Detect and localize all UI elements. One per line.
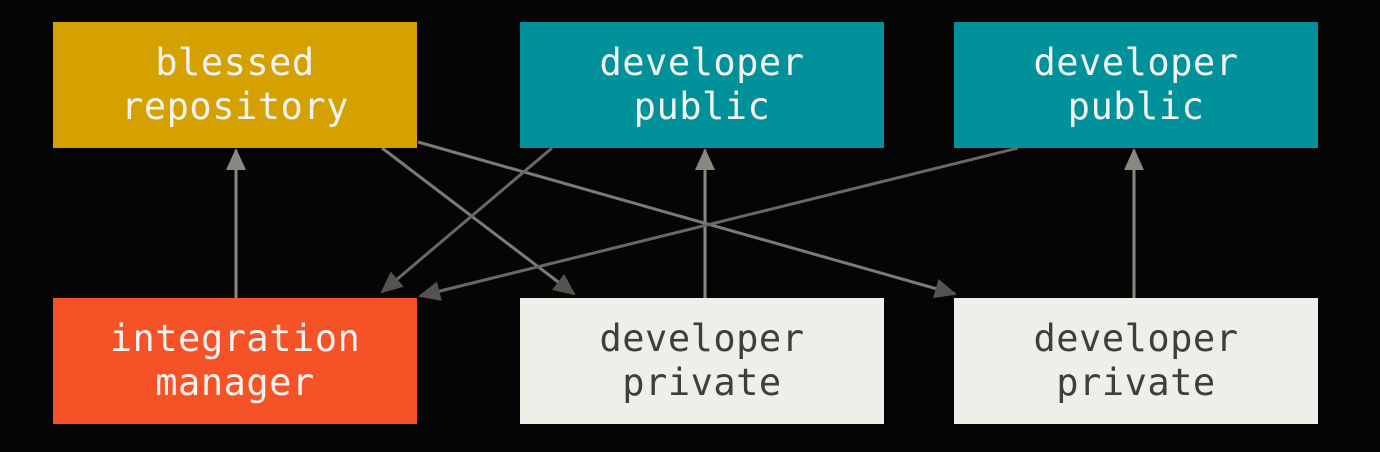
node-label-line: manager (155, 361, 315, 404)
arrow-blessed-to-private2 (417, 140, 957, 299)
node-label-line: developer (599, 41, 805, 84)
node-label-line: private (1056, 361, 1216, 404)
node-label-line: public (1067, 85, 1205, 128)
blessed-repository-node: blessed repository (53, 22, 417, 148)
developer-private-node: developer private (954, 298, 1318, 424)
node-label-line: developer (1033, 41, 1239, 84)
node-label-line: developer (1033, 317, 1239, 360)
node-label-line: integration (109, 317, 361, 360)
node-label-line: blessed (155, 41, 315, 84)
node-label-line: public (633, 85, 771, 128)
node-label-line: repository (121, 85, 349, 128)
integration-manager-node: integration manager (53, 298, 417, 424)
developer-private-node: developer private (520, 298, 884, 424)
node-label-line: private (622, 361, 782, 404)
arrow-public2-to-integration (418, 146, 1019, 301)
developer-public-node: developer public (520, 22, 884, 148)
arrow-public1-to-integration (380, 146, 553, 294)
node-label-line: developer (599, 317, 805, 360)
arrow-blessed-to-private1 (381, 146, 576, 296)
developer-public-node: developer public (954, 22, 1318, 148)
